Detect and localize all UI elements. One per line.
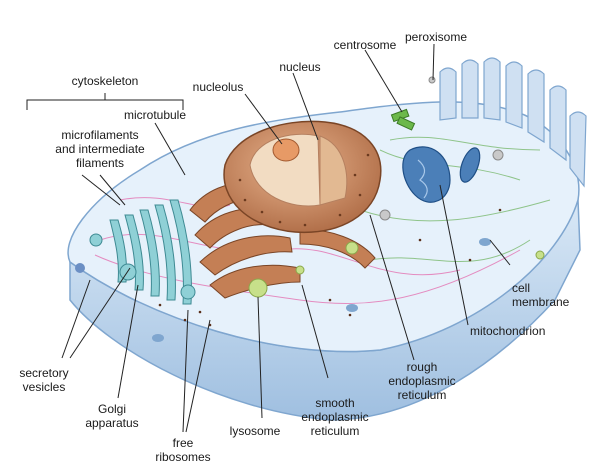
- label-lysosome: lysosome: [229, 424, 281, 438]
- label-free-ribosomes: free ribosomes: [155, 436, 211, 464]
- membrane-pores: [75, 238, 491, 342]
- label-mitochondrion: mitochondrion: [470, 324, 546, 338]
- nucleus: [223, 120, 382, 234]
- centrosome-shape: [390, 108, 416, 131]
- leader-lines: [61, 43, 511, 433]
- label-centrosome: centrosome: [333, 38, 397, 52]
- label-secretory-vesicles: secretory vesicles: [19, 366, 69, 394]
- microvilli: [439, 57, 587, 188]
- label-nucleus: nucleus: [279, 60, 321, 74]
- label-nucleolus: nucleolus: [192, 80, 244, 94]
- nucleolus-shape: [272, 138, 300, 162]
- label-cytoskeleton: cytoskeleton: [71, 74, 139, 88]
- label-microtubule: microtubule: [123, 108, 187, 122]
- label-smooth-er: smooth endoplasmic reticulum: [301, 396, 369, 438]
- label-peroxisome: peroxisome: [404, 30, 468, 44]
- golgi-apparatus: [89, 199, 196, 305]
- label-microfilaments: microfilaments and intermediate filament…: [55, 128, 145, 170]
- vesicles: [248, 76, 545, 298]
- label-cell-membrane: cell membrane: [512, 281, 570, 309]
- label-golgi-apparatus: Golgi apparatus: [85, 402, 139, 430]
- label-rough-er: rough endoplasmic reticulum: [388, 360, 456, 402]
- mitochondria: [402, 146, 481, 203]
- cytoskeleton-bracket: [26, 93, 184, 110]
